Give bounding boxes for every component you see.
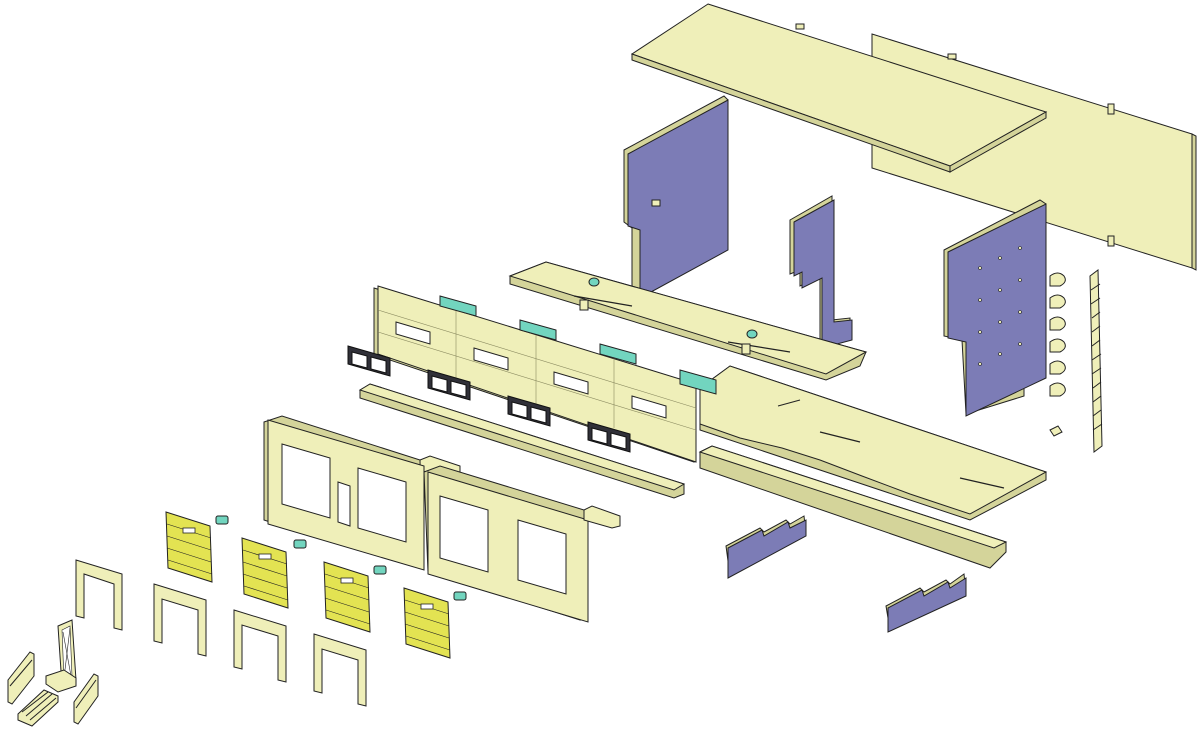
rail-left-long xyxy=(358,383,686,499)
roof-top-panel xyxy=(630,3,1048,173)
rail-right-long xyxy=(698,445,1008,569)
roof-tab-glass xyxy=(439,295,717,395)
side-wall-left xyxy=(623,95,729,299)
purple-wall-piece-2 xyxy=(885,573,967,633)
side-wall-right xyxy=(943,199,1047,417)
floor-panel-a5 xyxy=(508,261,868,381)
stairs xyxy=(17,689,59,727)
window-frame-parts xyxy=(347,345,631,453)
yellow-door-3 xyxy=(323,561,371,633)
ladder-part xyxy=(1089,269,1103,453)
yellow-door-4 xyxy=(403,587,451,659)
stair-step xyxy=(45,669,77,693)
upper-front-wall xyxy=(373,285,717,463)
railing-left xyxy=(7,651,35,705)
side-wall-middle xyxy=(789,195,853,349)
purple-wall-piece-1 xyxy=(725,515,807,579)
clip-parts xyxy=(1049,272,1066,437)
door-frame-parts xyxy=(75,559,367,707)
railing-right xyxy=(73,673,99,725)
yellow-door-2 xyxy=(241,537,289,609)
small-beam xyxy=(583,505,621,529)
lower-front-wall-left xyxy=(263,415,425,571)
door-glass-tabs xyxy=(215,515,467,601)
yellow-door-1 xyxy=(165,511,213,583)
lower-front-wall-right xyxy=(423,465,589,623)
floor-panel-a1 xyxy=(699,365,1048,521)
